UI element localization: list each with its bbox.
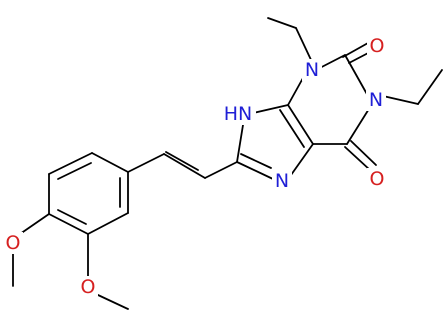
atom-o6: O <box>367 168 387 190</box>
bond-ethyl-top-ch3 <box>267 17 297 29</box>
bond-lines <box>12 17 443 310</box>
atom-n1-label: N <box>369 89 383 111</box>
bond-ar4-ar5-inner <box>57 209 87 225</box>
atom-n7-label: N <box>275 170 289 192</box>
bond-c6-o-b <box>350 140 377 166</box>
bond-ar5-ar6 <box>87 212 129 235</box>
bond-vinyl-double-b <box>165 151 199 171</box>
atom-labels: N O N O HN N O O <box>3 35 387 298</box>
bond-c8-vinyl <box>204 161 238 179</box>
bond-ar2-ar3 <box>48 152 93 175</box>
bond-ar1-ar2 <box>91 152 129 173</box>
bond-c6-o-a <box>344 146 371 171</box>
bond-c4-c5-a <box>287 104 314 145</box>
bond-c4-n9 <box>252 104 289 114</box>
bond-ar4-ar5 <box>48 213 89 235</box>
atom-n1: N <box>366 89 386 111</box>
bond-n3-c4 <box>287 77 304 106</box>
bond-n9-c8 <box>236 124 244 163</box>
bond-c4-c5-b <box>279 109 305 148</box>
bond-c8-n7-b <box>240 153 272 169</box>
atom-n3: N <box>302 59 322 81</box>
bond-c2-n1 <box>344 54 369 97</box>
bond-ar2-ar3-inner <box>57 162 92 180</box>
atom-n7: N <box>272 170 292 192</box>
bond-c8-n7-a <box>236 161 274 180</box>
atom-n3-label: N <box>305 59 319 81</box>
atom-o2: O <box>367 35 387 57</box>
bond-o-bottom-methyl <box>97 294 129 310</box>
bond-ethyl-right <box>417 69 443 105</box>
bond-vinyl-aryl <box>127 153 165 173</box>
atom-o-methoxy-top: O <box>3 232 23 254</box>
bond-ar4-o-top <box>19 213 50 235</box>
bond-c2-o-a <box>342 42 369 58</box>
bond-vinyl-double-a <box>163 153 206 179</box>
atom-o6-label: O <box>370 168 385 190</box>
atom-n9-label: HN <box>224 103 253 125</box>
atom-o2-label: O <box>370 35 385 57</box>
atom-o-methoxy-top-label: O <box>6 232 21 254</box>
atom-o-methoxy-bottom: O <box>78 276 98 298</box>
atom-n9: HN <box>220 103 256 125</box>
bond-c5-n7 <box>290 143 314 176</box>
bond-n1-ethyl <box>382 95 419 105</box>
atom-o-methoxy-bottom-label: O <box>81 276 96 298</box>
bond-ethyl-top-ch2 <box>295 27 313 63</box>
